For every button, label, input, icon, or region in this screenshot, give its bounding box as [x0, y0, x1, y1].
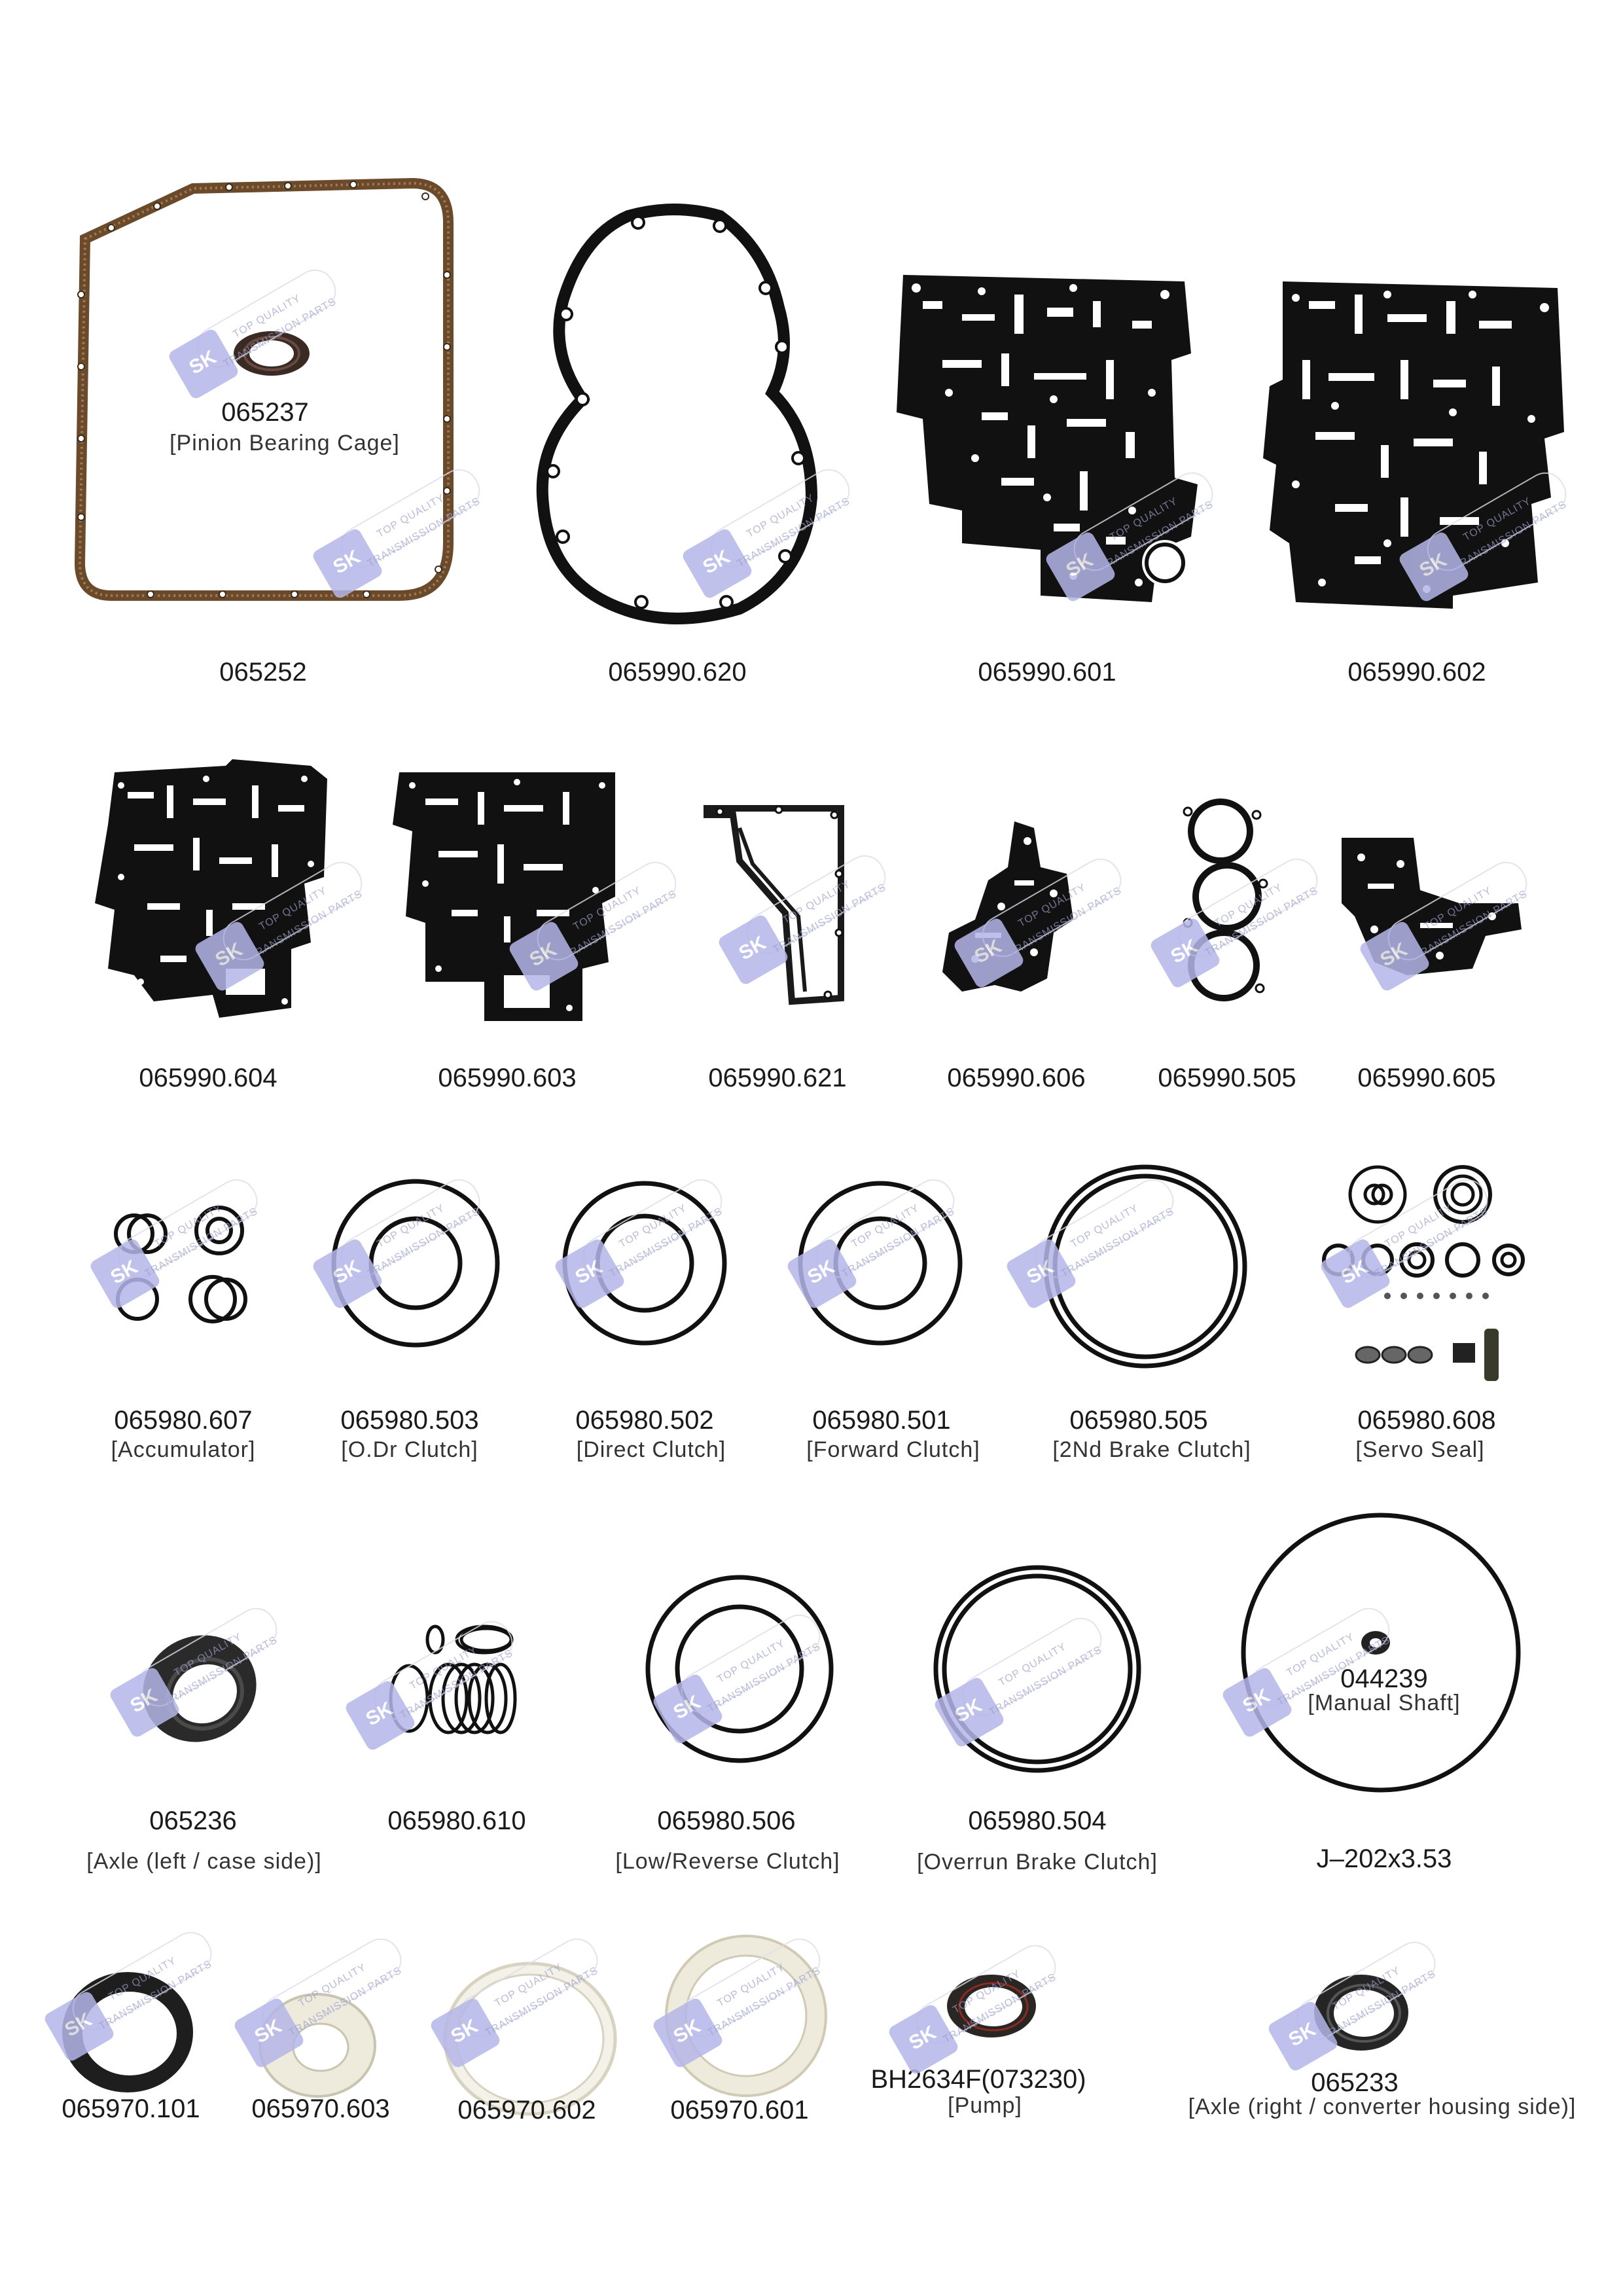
part-description: [Accumulator] [111, 1437, 256, 1462]
valve-body-gasket-image [1263, 281, 1564, 609]
part-code: 065980.503 [340, 1406, 479, 1435]
part-code: 065990.602 [1347, 658, 1486, 687]
part-code: 065236 [149, 1806, 237, 1835]
part-code: 065970.101 [62, 2094, 200, 2123]
part-description: [Pinion Bearing Cage] [169, 431, 400, 456]
part-code: 065980.607 [114, 1406, 253, 1435]
seal-ring-pair-image [933, 1565, 1141, 1773]
part-description: [Forward Clutch] [806, 1437, 980, 1462]
axle-oil-seal-image [1314, 1975, 1408, 2051]
servo-seal-kit-image [1322, 1165, 1525, 1381]
large-o-ring-image [1241, 1513, 1521, 1793]
part-description: [Direct Clutch] [576, 1437, 726, 1462]
thrust-washer-image [443, 1962, 617, 2116]
part-code: 065980.610 [387, 1806, 526, 1835]
part-code: 065990.605 [1357, 1064, 1496, 1092]
part-code: 065970.601 [670, 2096, 809, 2125]
part-code: 065990.621 [708, 1064, 847, 1092]
valve-body-gasket-image [897, 275, 1198, 602]
part-description: [Servo Seal] [1355, 1437, 1485, 1462]
part-description: [2Nd Brake Clutch] [1052, 1437, 1251, 1462]
part-code: 065990.505 [1158, 1064, 1296, 1092]
part-code: J–202x3.53 [1316, 1844, 1452, 1873]
cover-gasket-image [536, 204, 818, 624]
part-code: 065980.506 [657, 1806, 796, 1835]
part-code: 065252 [219, 658, 307, 687]
part-code: 065990.601 [978, 658, 1116, 687]
part-code: 065237 [221, 398, 309, 427]
part-code: 065233 [1311, 2068, 1399, 2097]
part-code: 065990.603 [438, 1064, 577, 1092]
pump-oil-seal-image [947, 1975, 1036, 2037]
case-gasket-image [704, 805, 844, 1005]
part-code: BH2634F(073230) [870, 2065, 1086, 2094]
seal-ring-pair-image [645, 1575, 834, 1763]
part-code: 065980.501 [812, 1406, 951, 1435]
part-code: 065980.504 [968, 1806, 1107, 1835]
part-description: [Axle (right / converter housing side)] [1188, 2094, 1577, 2119]
part-description: [O.Dr Clutch] [341, 1437, 478, 1462]
oil-pan-gasket-image [74, 177, 454, 601]
part-description: [Axle (left / case side)] [86, 1849, 322, 1874]
part-code: 065990.620 [608, 658, 747, 687]
sealing-ring-set-image [389, 1624, 517, 1734]
part-description: [Overrun Brake Clutch] [917, 1850, 1158, 1874]
part-code: 065990.604 [139, 1064, 277, 1092]
part-code: 065970.603 [251, 2094, 390, 2123]
part-code: 065980.608 [1357, 1406, 1496, 1435]
pinion-bearing-seal-image [234, 331, 310, 376]
part-code: 065980.505 [1069, 1406, 1208, 1435]
part-code: 044239 [1340, 1664, 1428, 1693]
part-code: 065990.606 [947, 1064, 1086, 1092]
part-description: [Manual Shaft] [1308, 1691, 1461, 1715]
part-description: [Pump] [948, 2093, 1022, 2118]
part-code: 065980.502 [575, 1406, 714, 1435]
part-code: 065970.602 [457, 2096, 596, 2125]
part-description: [Low/Reverse Clutch] [615, 1849, 840, 1874]
